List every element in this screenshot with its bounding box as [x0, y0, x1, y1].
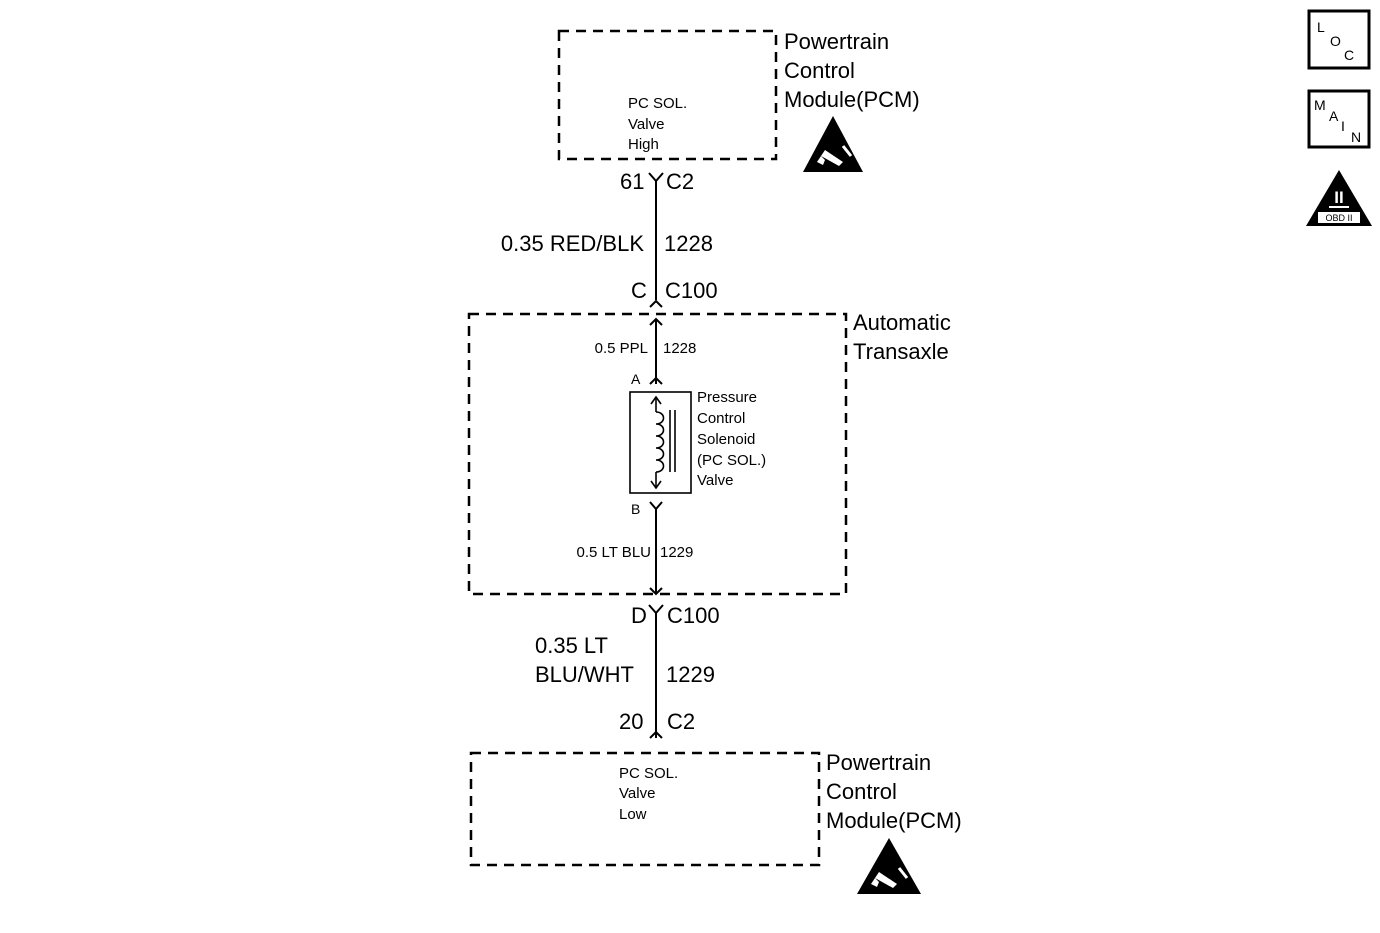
main-letter-i: I [1341, 118, 1345, 134]
wire-lower-circuit: 1229 [666, 662, 715, 687]
transaxle-box [467, 312, 848, 596]
pcm-top-title-line-3: Module(PCM) [784, 87, 920, 112]
connector-c2-bottom: 20 C2 [619, 709, 695, 739]
pcm-bottom-inner-line-3: Low [619, 806, 647, 823]
pcm-top-title-line-2: Control [784, 58, 855, 83]
solenoid-label-line-5: Valve [697, 472, 733, 489]
transaxle-title-line-1: Automatic [853, 310, 951, 335]
obd-ii-numeral: II [1334, 188, 1343, 207]
loc-letter-l: L [1317, 19, 1325, 35]
transaxle-title-line-2: Transaxle [853, 339, 949, 364]
obd-ii-label: OBD II [1325, 213, 1352, 223]
solenoid-pin-a: A [631, 371, 641, 387]
c2-top-connector-symbol [648, 172, 664, 183]
wire-upper-circuit: 1228 [664, 231, 713, 256]
pcm-top-inner-line-1: PC SOL. [628, 95, 687, 112]
pcm-bottom-title-line-2: Control [826, 779, 897, 804]
pcm-top-box [557, 29, 778, 161]
main-button[interactable]: M A I N [1307, 89, 1371, 149]
solenoid-label-line-1: Pressure [697, 389, 757, 406]
pcm-top-module: PC SOL. Valve High Powertrain Control Mo… [557, 29, 920, 172]
pcm-bottom-inner-line-1: PC SOL. [619, 765, 678, 782]
c2-top-name: C2 [666, 169, 694, 194]
solenoid-label-line-4: (PC SOL.) [697, 452, 766, 469]
transaxle-wire-out-arrow [649, 587, 663, 596]
transaxle-wire-in-circuit: 1228 [663, 340, 696, 357]
main-letter-a: A [1329, 108, 1339, 124]
c100-bottom-name: C100 [667, 603, 720, 628]
solenoid-symbol [629, 391, 692, 494]
connector-c100-bottom: D C100 [631, 603, 720, 628]
loc-letter-o: O [1330, 33, 1341, 49]
pcm-top-inner-line-2: Valve [628, 116, 664, 133]
pcm-top-title-line-1: Powertrain [784, 29, 889, 54]
wire-lower-size-color-line-1: 0.35 LT [535, 633, 608, 658]
esd-sensitive-icon [857, 838, 921, 894]
wire-upper: 0.35 RED/BLK 1228 [501, 181, 713, 300]
wire-lower-size-color-line-2: BLU/WHT [535, 662, 634, 687]
c2-bottom-name: C2 [667, 709, 695, 734]
transaxle-module: Automatic Transaxle 0.5 PPL 1228 A Press… [467, 310, 951, 596]
transaxle-wire-out-size-color: 0.5 LT BLU [577, 544, 652, 561]
pcm-bottom-box [469, 751, 821, 867]
solenoid-label-line-2: Control [697, 410, 745, 427]
c2-top-pin: 61 [620, 169, 644, 194]
obd-ii-button[interactable]: II OBD II [1306, 170, 1372, 226]
c2-bottom-pin: 20 [619, 709, 643, 734]
connector-c2-top: 61 C2 [620, 169, 694, 194]
connector-c100-top: C C100 [631, 278, 718, 326]
wire-upper-size-color: 0.35 RED/BLK [501, 231, 644, 256]
c100-bottom-pin: D [631, 603, 647, 628]
solenoid-pin-b: B [631, 501, 640, 517]
pcm-bottom-module: PC SOL. Valve Low Powertrain Control Mod… [469, 750, 962, 894]
pcm-top-inner-line-3: High [628, 136, 659, 153]
main-letter-n: N [1351, 129, 1361, 145]
wire-lower: 0.35 LT BLU/WHT 1229 [535, 613, 715, 738]
location-button[interactable]: L O C [1307, 9, 1371, 70]
pcm-bottom-title-line-3: Module(PCM) [826, 808, 962, 833]
main-letter-m: M [1314, 97, 1326, 113]
pin-b-connector-symbol [649, 501, 663, 511]
pcm-bottom-title-line-1: Powertrain [826, 750, 931, 775]
c100-top-male-symbol [649, 299, 663, 308]
solenoid-label-line-3: Solenoid [697, 431, 755, 448]
transaxle-wire-in-size-color: 0.5 PPL [595, 340, 648, 357]
c2-bottom-connector-symbol [649, 730, 663, 739]
pin-a-connector-symbol [649, 376, 663, 385]
loc-letter-c: C [1344, 47, 1354, 63]
c100-bottom-connector-symbol [648, 604, 664, 615]
c100-top-pin: C [631, 278, 647, 303]
transaxle-wire-out-circuit: 1229 [660, 544, 693, 561]
pcm-bottom-inner-line-2: Valve [619, 785, 655, 802]
esd-sensitive-icon [803, 116, 863, 172]
c100-top-name: C100 [665, 278, 718, 303]
